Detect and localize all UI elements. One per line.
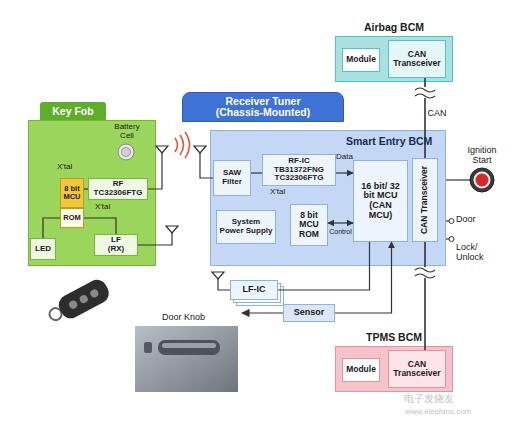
door-terminal [449, 237, 454, 242]
chip-box: RF-IC TB31372FNG TC32306FTG [262, 154, 336, 186]
box-label: Receiver Tuner (Chassis-Mounted) [207, 96, 319, 119]
door-wire [446, 220, 449, 221]
battery-symbol [118, 144, 134, 160]
signal-line [336, 172, 353, 173]
line-break-mark [417, 87, 433, 98]
box-label: 8 bit MCU [61, 185, 83, 201]
keyfob-button [68, 299, 79, 310]
line-break-mark [415, 88, 435, 92]
ignition-wire [446, 179, 470, 180]
radio-wave [185, 132, 190, 158]
antenna-wire [218, 278, 230, 290]
signal-line [84, 188, 88, 189]
antenna-wire [148, 152, 162, 189]
door-wire [446, 238, 449, 239]
line-break-mark [417, 267, 433, 278]
section-tab: Receiver Tuner (Chassis-Mounted) [182, 92, 344, 122]
ignition-button [474, 172, 491, 189]
chip-box: ROM [60, 208, 84, 228]
component-box: LED [30, 238, 56, 260]
watermark: 电子发烧友 [404, 393, 454, 404]
watermark: www.elecfans.com [405, 408, 471, 417]
box-label: Sensor [294, 308, 325, 318]
can-bus-line [424, 242, 426, 350]
bcm-module: Smart Entry BCM SAW Filter RF-IC TB31372FN… [210, 130, 446, 266]
box-label: ROM [63, 214, 81, 222]
box-label: 8 bit MCU ROM [294, 211, 324, 239]
group-heading: Smart Entry BCM [346, 136, 432, 147]
component-box: CAN Transceiver [412, 158, 438, 242]
chip-box: LF-IC [230, 280, 278, 300]
signal-line [43, 218, 60, 238]
group-heading: Airbag BCM [336, 22, 452, 33]
group-heading: Key Fob [40, 102, 106, 120]
can-bus-line [424, 78, 426, 158]
chip-box: 8 bit MCU [60, 178, 84, 208]
keyfob-module: Key Fob8 bit MCUROMRF TC32306FTGLF (RX)L… [28, 120, 156, 266]
component-box: System Power Supply [216, 210, 276, 244]
box-label: CAN Transceiver [420, 166, 429, 234]
battery-symbol [122, 148, 131, 157]
door-handle [162, 343, 216, 348]
antenna-symbol [156, 146, 168, 153]
switch-label: Door [456, 215, 476, 225]
box-label: Module [346, 55, 376, 64]
radio-wave [180, 135, 184, 155]
door-handle [158, 340, 220, 355]
line-break-mark [415, 94, 435, 98]
bcm-module: Airbag BCMModuleCAN Transceiver [335, 36, 453, 82]
box-label: System Power Supply [219, 218, 273, 235]
box-label: Module [346, 365, 376, 374]
component-box: Module [342, 48, 380, 72]
box-label: CAN Transceiver [389, 360, 445, 378]
door-terminal [449, 219, 454, 224]
switch-label: Lock/ Unlock [456, 243, 490, 263]
box-label: LED [35, 245, 51, 254]
component-box: Sensor [283, 304, 335, 322]
box-label: RF-IC TB31372FNG TC32306FTG [269, 157, 329, 183]
bcm-module: TPMS BCMModuleCAN Transceiver [335, 346, 453, 392]
antenna-symbol [166, 226, 178, 233]
antenna-symbol [194, 146, 206, 153]
sensor-arrow [242, 312, 283, 313]
ignition-button [470, 168, 494, 192]
radio-wave [175, 138, 178, 152]
line-break-mark [415, 268, 435, 272]
antenna-symbol [212, 272, 224, 279]
chip-box: 8 bit MCU ROM [290, 204, 328, 246]
edge-label: CAN [427, 109, 446, 119]
box-label: 16 bit/ 32 bit MCU (CAN MCU) [361, 182, 401, 221]
chip-box: LF (RX) [94, 234, 138, 256]
switch-label: Ignition Start [462, 146, 502, 166]
antenna-wire [200, 152, 213, 178]
keyfob-button [89, 288, 100, 299]
component-box: CAN Transceiver [388, 40, 446, 78]
group-heading: TPMS BCM [336, 332, 452, 343]
chip-box: 16 bit/ 32 bit MCU (CAN MCU) [353, 160, 408, 242]
box-label: CAN Transceiver [389, 50, 445, 68]
door-knob-photo [135, 326, 238, 392]
keyfob-photo [55, 276, 112, 322]
signal-line [251, 172, 262, 173]
antenna-wire [138, 232, 172, 245]
box-label: LF (RX) [106, 236, 126, 253]
component-box: CAN Transceiver [388, 350, 446, 388]
signal-line [278, 242, 370, 290]
keyfob-ring [47, 306, 63, 322]
box-label: RF TC32306FTG [92, 180, 144, 197]
box-label: SAW Filter [215, 169, 249, 186]
signal-line [328, 222, 353, 223]
keyfob-button [78, 294, 89, 305]
component-box: Module [342, 358, 380, 382]
door-keyhole [144, 342, 152, 353]
signal-line [84, 218, 116, 234]
part-label: Door Knob [162, 313, 205, 323]
component-box: SAW Filter [213, 160, 251, 196]
box-label: LF-IC [243, 285, 266, 295]
chip-box: RF TC32306FTG [88, 178, 148, 200]
ignition-button [476, 174, 489, 187]
signal-line [335, 242, 392, 313]
line-break-mark [415, 274, 435, 278]
